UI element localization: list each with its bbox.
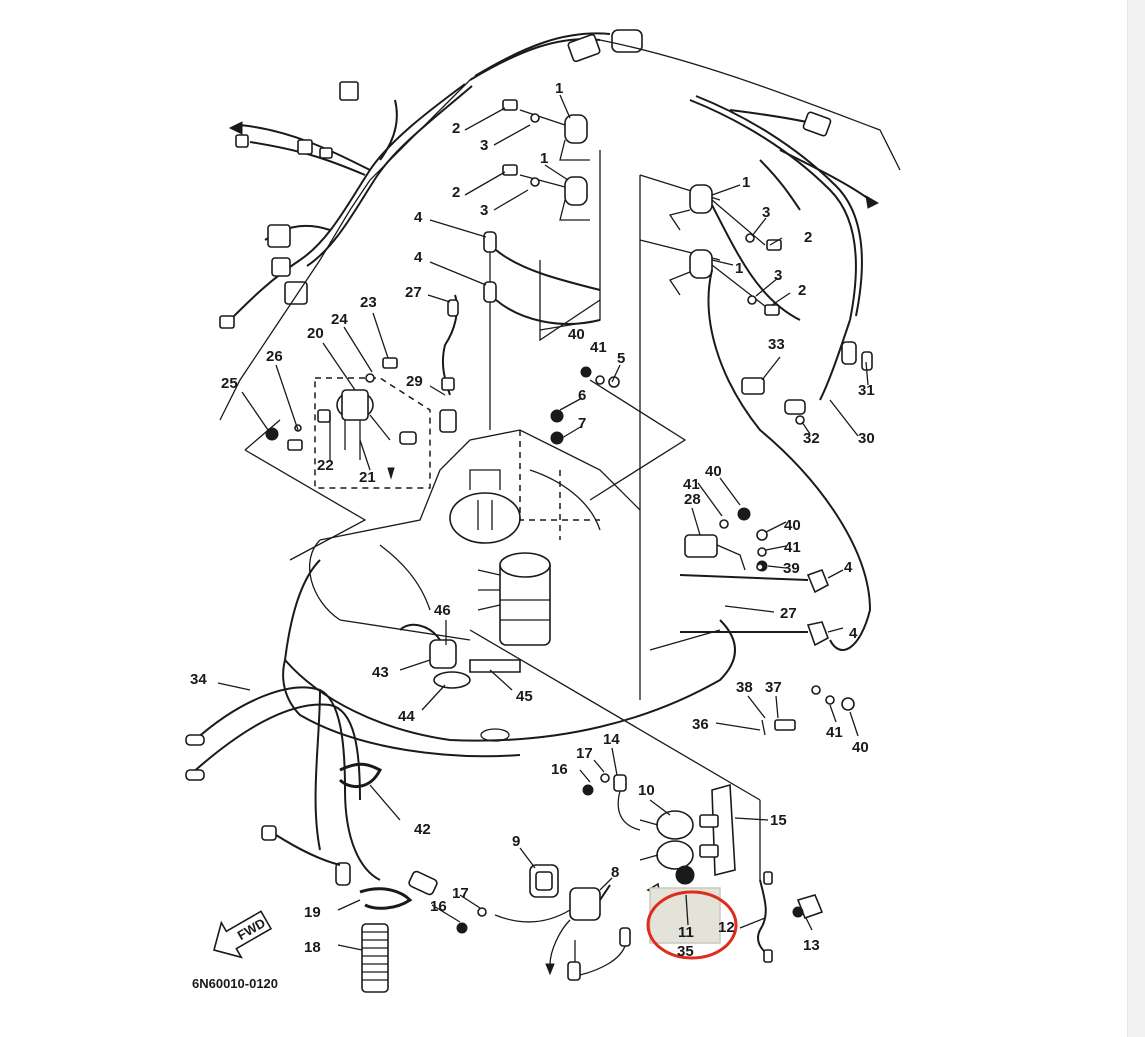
- callout-19: 19: [304, 904, 321, 921]
- part-11-highlight: [646, 887, 738, 960]
- callout-16b: 16: [430, 898, 447, 915]
- spring: [361, 923, 389, 993]
- wiring-harness: [219, 29, 880, 415]
- callout-28: 28: [684, 491, 701, 508]
- leader-lines: [217, 94, 869, 951]
- callout-3a: 3: [480, 137, 488, 154]
- callout-2b: 2: [452, 184, 460, 201]
- callout-25: 25: [221, 375, 238, 392]
- callout-30: 30: [858, 430, 875, 447]
- callout-39: 39: [783, 560, 800, 577]
- callout-1a: 1: [555, 80, 563, 97]
- callout-13: 13: [803, 937, 820, 954]
- callout-41a: 41: [590, 339, 607, 356]
- callout-2a: 2: [452, 120, 460, 137]
- callout-40d: 40: [852, 739, 869, 756]
- scrollbar[interactable]: [1127, 0, 1145, 1037]
- callout-27a: 27: [405, 284, 422, 301]
- callout-33: 33: [768, 336, 785, 353]
- callout-23: 23: [360, 294, 377, 311]
- callout-2c: 2: [804, 229, 812, 246]
- callout-46: 46: [434, 602, 451, 619]
- callout-3c: 3: [762, 204, 770, 221]
- relay-assembly-box: [314, 377, 431, 489]
- callout-4a: 4: [414, 209, 423, 226]
- callout-17b: 17: [452, 885, 469, 902]
- engine-body: [282, 429, 736, 758]
- callout-labels: 1 1 1 1 2 2 2 2 3 3 3 3 4 4 4 4 5 6 7 8 …: [190, 80, 875, 960]
- plug-caps: [483, 231, 830, 647]
- callout-44: 44: [398, 708, 415, 725]
- callout-1b: 1: [540, 150, 548, 167]
- callout-7: 7: [578, 415, 586, 432]
- callout-27b: 27: [780, 605, 797, 622]
- callout-32: 32: [803, 430, 820, 447]
- callout-26: 26: [266, 348, 283, 365]
- lower-cables: [185, 623, 824, 993]
- callout-4c: 4: [844, 559, 853, 576]
- callout-24: 24: [331, 311, 348, 328]
- callout-9: 9: [512, 833, 520, 850]
- callout-6: 6: [578, 387, 586, 404]
- callout-21: 21: [359, 469, 376, 486]
- callout-41c: 41: [784, 539, 801, 556]
- callout-1c: 1: [742, 174, 750, 191]
- callout-35: 35: [677, 943, 694, 960]
- callout-43: 43: [372, 664, 389, 681]
- callout-29: 29: [406, 373, 423, 390]
- callout-41d: 41: [826, 724, 843, 741]
- callout-4d: 4: [849, 625, 858, 642]
- callout-34: 34: [190, 671, 207, 688]
- callout-40a: 40: [568, 326, 585, 343]
- callout-4b: 4: [414, 249, 423, 266]
- callout-14: 14: [603, 731, 620, 748]
- callout-45: 45: [516, 688, 533, 705]
- small-parts: [265, 294, 873, 736]
- callout-38: 38: [736, 679, 753, 696]
- callout-41b: 41: [683, 476, 700, 493]
- callout-1d: 1: [735, 260, 743, 277]
- callout-42: 42: [414, 821, 431, 838]
- callout-10: 10: [638, 782, 655, 799]
- callout-5: 5: [617, 350, 625, 367]
- callout-36: 36: [692, 716, 709, 733]
- callout-3b: 3: [480, 202, 488, 219]
- callout-20: 20: [307, 325, 324, 342]
- fwd-arrow: FWD: [213, 910, 273, 959]
- callout-40b: 40: [705, 463, 722, 480]
- callout-31: 31: [858, 382, 875, 399]
- callout-2d: 2: [798, 282, 806, 299]
- callout-37: 37: [765, 679, 782, 696]
- callout-11: 11: [678, 924, 694, 941]
- callout-16a: 16: [551, 761, 568, 778]
- callout-3d: 3: [774, 267, 782, 284]
- callout-18: 18: [304, 939, 321, 956]
- ignition-coils: [502, 99, 872, 651]
- callout-12: 12: [718, 919, 735, 936]
- callout-22: 22: [317, 457, 334, 474]
- figure-code: 6N60010-0120: [192, 976, 278, 991]
- callout-15: 15: [770, 812, 787, 829]
- callout-8: 8: [611, 864, 619, 881]
- callout-40c: 40: [784, 517, 801, 534]
- callout-17a: 17: [576, 745, 593, 762]
